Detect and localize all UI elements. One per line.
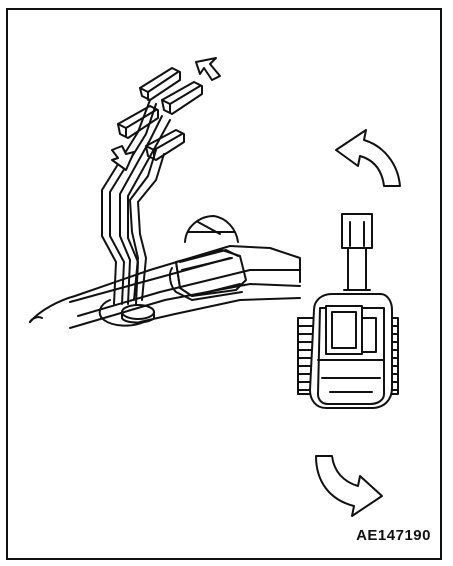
rotate-left-arrow-icon [336,130,400,186]
lever-handle-top [140,68,180,100]
lever-arrow-back-icon [112,146,134,170]
upper-structure [310,294,392,408]
excavator-boom [342,214,372,290]
excavator-top-view [298,214,398,408]
lever-arrow-forward-icon [196,58,220,80]
rotate-right-arrow-icon [316,456,382,516]
figure-code-label: AE147190 [356,527,431,544]
cab-interior [30,216,300,328]
